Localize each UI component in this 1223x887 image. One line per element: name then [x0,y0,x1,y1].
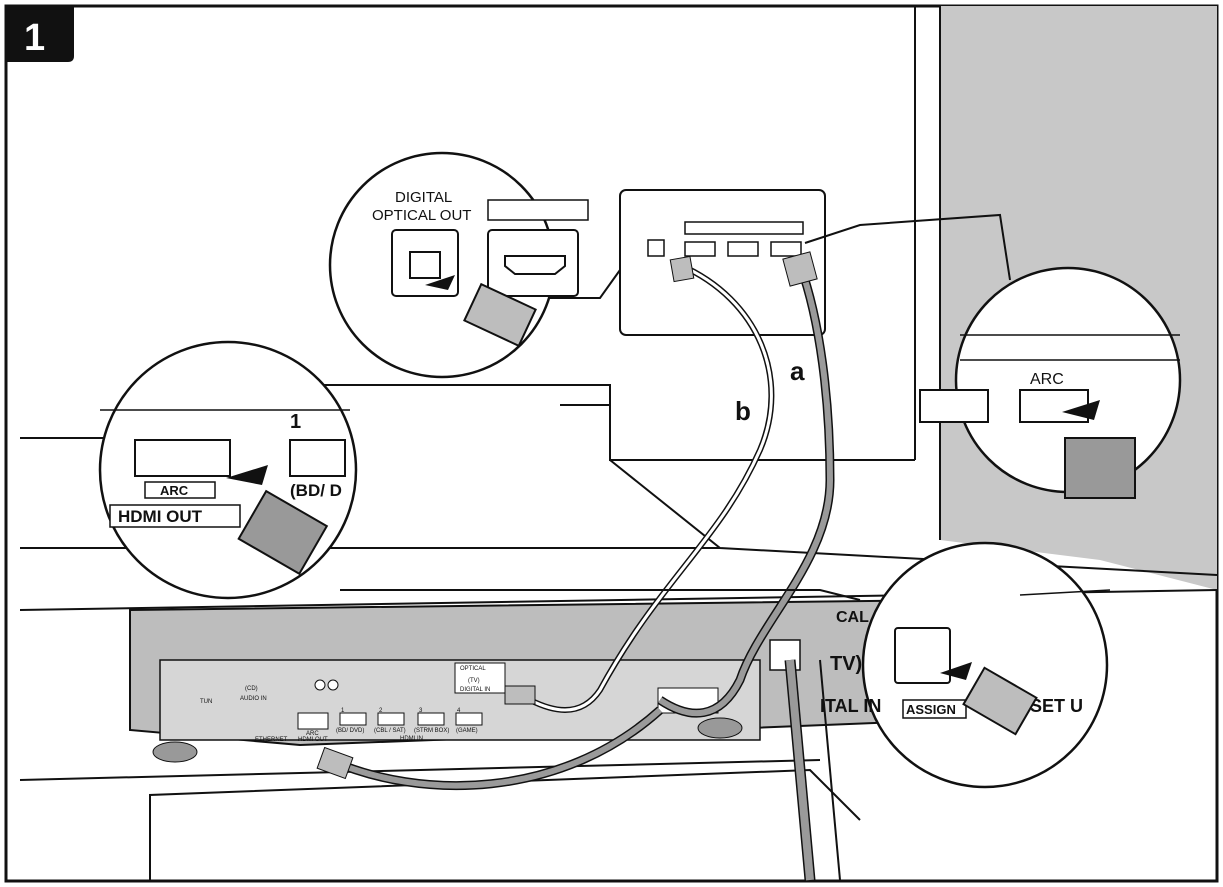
cable-b-plug [669,255,695,283]
callout-connector-receiver [340,589,861,601]
receiver-optical-jack [894,627,951,684]
panel-hdmi-in-num-4: 4 [457,708,461,714]
cable-b-label: b [735,396,751,426]
panel-tuner-label: TUN [200,699,212,705]
receiver-optical-block [454,662,506,694]
panel-hdmi-in-name-3: (STRM BOX) [414,728,449,734]
panel-hdmi-in-port-3 [417,712,445,726]
callout-tv-optical: DIGITAL OPTICAL OUT [328,151,589,379]
hdmi-lower-plug [316,746,354,780]
panel-hdmi-in-num-2: 2 [379,708,383,714]
step-number: 1 [24,17,45,59]
callout-tv-hdmi-jack-1 [919,389,989,423]
receiver-arc-label: ARC [160,483,189,498]
panel-hdmi-in-name-1: (BD/ DVD) [336,728,364,734]
panel-hdmi-out-port [297,712,329,730]
callout-receiver-hdmi-in-jack [289,439,346,477]
cable-a [658,263,834,716]
panel-hdmi-in-num-1: 1 [341,708,345,714]
panel-hdmi-in-label: HDMI IN [400,736,423,742]
callout-optical-plug [463,282,537,348]
tv-hdmi-port-1 [684,241,716,257]
panel-hdmi-in-port-1 [339,712,367,726]
receiver-setup-label: SET U [1030,696,1083,716]
tv-hdmi-port-3 [770,241,802,257]
tv-stand-line [230,384,915,461]
receiver-foot-left [152,741,198,763]
receiver-hdmi-out-label: HDMI OUT [118,507,203,526]
panel-hdmi-in-port-4 [455,712,483,726]
receiver-input-name: (BD/ D [290,481,342,500]
digital-optical-label-line2: OPTICAL OUT [372,207,471,224]
panel-ethernet-label: ETHERNET [255,737,288,743]
receiver-assign-label: ASSIGN [906,702,956,717]
panel-hdmi-inputs: 1 2 3 4 (BD/ DVD) (CBL / SAT) (STRM BOX)… [336,708,483,742]
receiver-optical-partial-label: CAL [836,609,869,626]
panel-hdmi-in-name-4: (GAME) [456,728,478,734]
callout-panel-slot [487,199,589,221]
cable-a-plug [782,251,818,287]
panel-rca-2 [327,679,339,691]
callout-receiver-hdmi-out-jack [134,439,231,477]
cable-b [529,263,773,712]
callout-connector-right [804,213,1011,281]
receiver-optical-plug [962,666,1038,736]
panel-rca-1 [314,679,326,691]
panel-optical-label: OPTICAL [460,666,486,672]
receiver-assign-box [902,699,967,719]
callout-tv-hdmi-plug [1064,437,1136,499]
callout-receiver-hdmi-plug [237,489,329,576]
tv-optical-port [647,239,665,257]
callout-receiver-optical-line [1019,589,1111,596]
cable-hdmi-lower [328,707,663,789]
cable-a-label: a [790,356,805,386]
shelf-edge-2 [19,759,821,781]
callout-connector-left [545,269,621,299]
panel-hdmi-out-label: HDMI OUT [298,737,328,743]
callout-tv-hdmi-jack-arc [1019,389,1089,423]
step-badge: 1 [6,6,74,62]
panel-audio-in-label: AUDIO IN [240,696,267,702]
optical-receiver-plug [504,685,536,705]
panel-hdmi-in-port-2 [377,712,405,726]
tv-panel-slot [684,221,804,235]
receiver-foot-right [697,717,743,739]
callout-receiver-hdmi-out-box [109,504,241,528]
receiver-tv-label: TV) [830,653,862,675]
power-cable-2 [819,659,841,881]
panel-cd-label: (CD) [245,686,258,692]
digital-optical-label-line1: DIGITAL [395,189,452,206]
callout-tv-arc: ARC [919,266,1182,499]
callout-receiver-optical: CAL TV) ITAL IN ASSIGN SET U [820,541,1111,789]
panel-tv-label: (TV) [468,678,480,684]
power-cable [786,659,814,881]
arrow-icon [425,275,455,290]
receiver-digital-in-label: ITAL IN [820,696,881,716]
callout-receiver-hdmi-out: ARC HDMI OUT 1 (BD/ D [98,340,358,600]
arrow-icon [226,465,268,485]
panel-hdmi-in-name-2: (CBL / SAT) [374,728,406,734]
panel-digital-in-label: DIGITAL IN [460,687,490,693]
arrow-icon [940,662,972,680]
callout-receiver-optical-circle [861,541,1109,789]
callout-hdmi-socket [504,255,566,275]
panel-arc-label: ARC [306,731,319,737]
callout-optical-socket [409,251,441,279]
receiver-input-number: 1 [290,411,301,433]
arrow-icon [1062,400,1100,420]
step-badge-bg [6,6,74,62]
panel-hdmi-in-num-3: 3 [419,708,423,714]
tv-arc-label: ARC [1030,371,1064,388]
callout-receiver-arc-box [144,481,216,499]
tv-hdmi-port-2 [727,241,759,257]
